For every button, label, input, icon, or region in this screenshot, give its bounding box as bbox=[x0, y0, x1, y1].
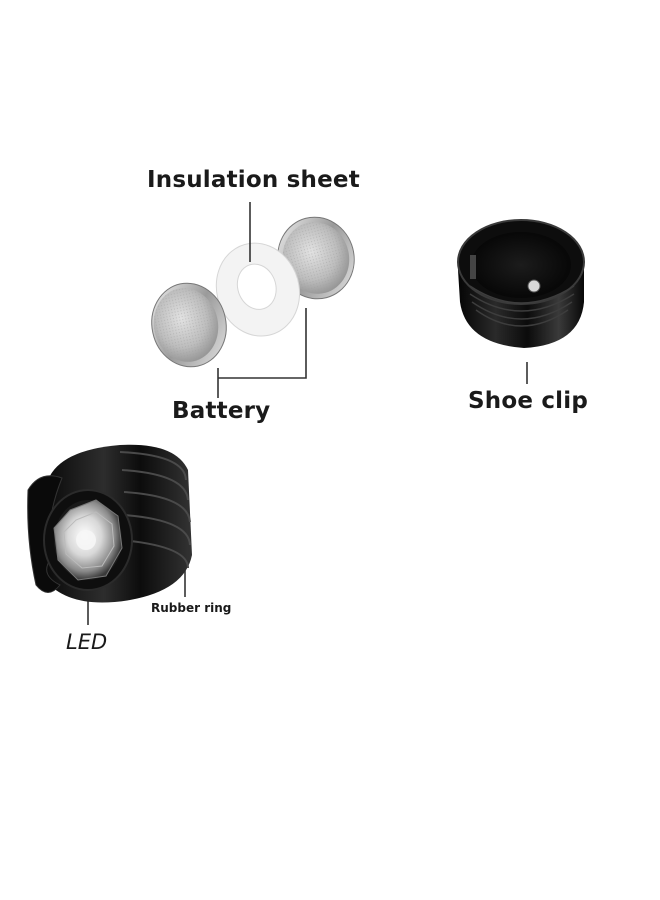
shoe-clip-cap-icon bbox=[457, 219, 585, 348]
led-lens-icon bbox=[53, 499, 123, 581]
label-insulation-sheet: Insulation sheet bbox=[147, 167, 360, 193]
led-housing-icon bbox=[27, 444, 192, 603]
label-rubber-ring: Rubber ring bbox=[151, 601, 232, 615]
label-battery: Battery bbox=[172, 398, 271, 424]
label-led: LED bbox=[66, 630, 108, 654]
battery-left-icon bbox=[151, 282, 227, 368]
label-shoe-clip: Shoe clip bbox=[468, 388, 589, 414]
insulation-washer-icon bbox=[215, 242, 301, 337]
